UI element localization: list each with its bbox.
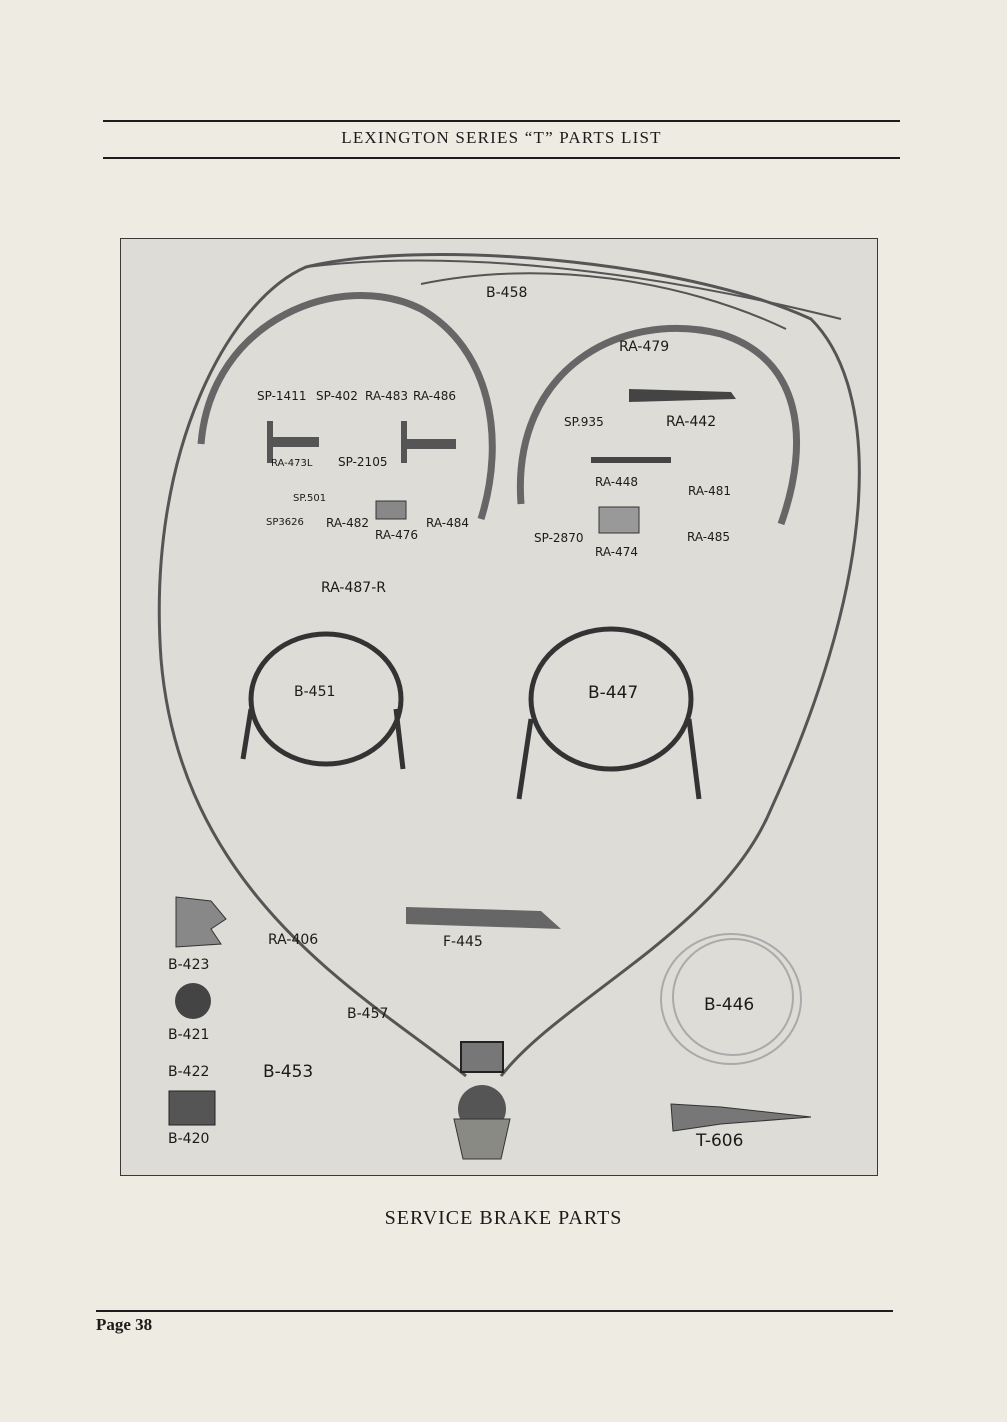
part-ra474-shape bbox=[598, 506, 640, 534]
page-number: Page 38 bbox=[96, 1315, 153, 1334]
label-b446: B-446 bbox=[704, 995, 754, 1015]
label-b420: B-420 bbox=[168, 1131, 209, 1147]
label-sp3626: SP3626 bbox=[266, 517, 304, 528]
label-ra482: RA-482 bbox=[326, 516, 369, 530]
part-ra442-lever bbox=[629, 389, 736, 402]
label-t606: T-606 bbox=[695, 1131, 743, 1151]
label-sp402: SP-402 bbox=[316, 389, 358, 403]
label-b423: B-423 bbox=[168, 957, 209, 973]
part-b420-shape bbox=[168, 1090, 216, 1126]
label-b447: B-447 bbox=[588, 683, 638, 703]
label-ra484: RA-484 bbox=[426, 516, 469, 530]
label-b453: B-453 bbox=[263, 1062, 313, 1082]
label-sp501: SP.501 bbox=[293, 493, 326, 504]
left-brake-band bbox=[197, 292, 496, 521]
part-ra473l-pin bbox=[269, 437, 319, 447]
label-ra487r: RA-487-R bbox=[321, 580, 386, 596]
label-b451: B-451 bbox=[294, 684, 335, 700]
label-b421: B-421 bbox=[168, 1027, 209, 1043]
main-brake-cable bbox=[157, 253, 861, 1078]
cable-coil-b451 bbox=[248, 631, 404, 767]
label-sp2105: SP-2105 bbox=[338, 455, 387, 469]
footer-rule bbox=[96, 1310, 893, 1312]
cable-yoke bbox=[460, 1041, 504, 1073]
parts-illustration: B-458 RA-479 SP-1411 SP-402 RA-483 RA-48… bbox=[157, 253, 861, 1160]
cable-coil-b446 bbox=[660, 933, 802, 1065]
label-ra481: RA-481 bbox=[688, 484, 731, 498]
page-header-title: LEXINGTON SERIES “T” PARTS LIST bbox=[341, 128, 662, 147]
label-ra485: RA-485 bbox=[687, 530, 730, 544]
label-b422: B-422 bbox=[168, 1064, 209, 1080]
upper-cable bbox=[305, 259, 842, 320]
upper-cable-2 bbox=[420, 272, 787, 330]
part-ra448-spring bbox=[591, 457, 671, 463]
label-ra474: RA-474 bbox=[595, 545, 638, 559]
cable-coil-b447 bbox=[528, 626, 694, 772]
part-f445-shape bbox=[406, 907, 561, 929]
right-brake-band bbox=[516, 324, 800, 526]
label-f445: F-445 bbox=[443, 934, 483, 950]
label-ra473l: RA-473L bbox=[271, 458, 313, 469]
part-b423-shape bbox=[175, 896, 227, 948]
part-t606-shape bbox=[670, 1103, 812, 1132]
label-sp1411: SP-1411 bbox=[257, 389, 306, 403]
label-b457: B-457 bbox=[347, 1006, 388, 1022]
yoke-bracket bbox=[453, 1118, 511, 1160]
label-ra486: RA-486 bbox=[413, 389, 456, 403]
label-sp935: SP.935 bbox=[564, 415, 604, 429]
part-b421-shape bbox=[175, 983, 211, 1019]
label-ra406: RA-406 bbox=[268, 932, 318, 948]
part-ra476-plate bbox=[375, 500, 407, 520]
label-ra448: RA-448 bbox=[595, 475, 638, 489]
parts-plate: B-458 RA-479 SP-1411 SP-402 RA-483 RA-48… bbox=[120, 238, 878, 1176]
figure-caption: SERVICE BRAKE PARTS bbox=[384, 1207, 623, 1229]
label-ra442: RA-442 bbox=[666, 414, 716, 430]
label-ra483: RA-483 bbox=[365, 389, 408, 403]
label-ra479: RA-479 bbox=[619, 339, 669, 355]
label-sp2870: SP-2870 bbox=[534, 531, 583, 545]
label-b458: B-458 bbox=[486, 285, 527, 301]
label-ra476: RA-476 bbox=[375, 528, 418, 542]
header-rule-bottom bbox=[103, 157, 900, 159]
part-ra486-pin bbox=[406, 439, 456, 449]
header-rule-top bbox=[103, 120, 900, 122]
